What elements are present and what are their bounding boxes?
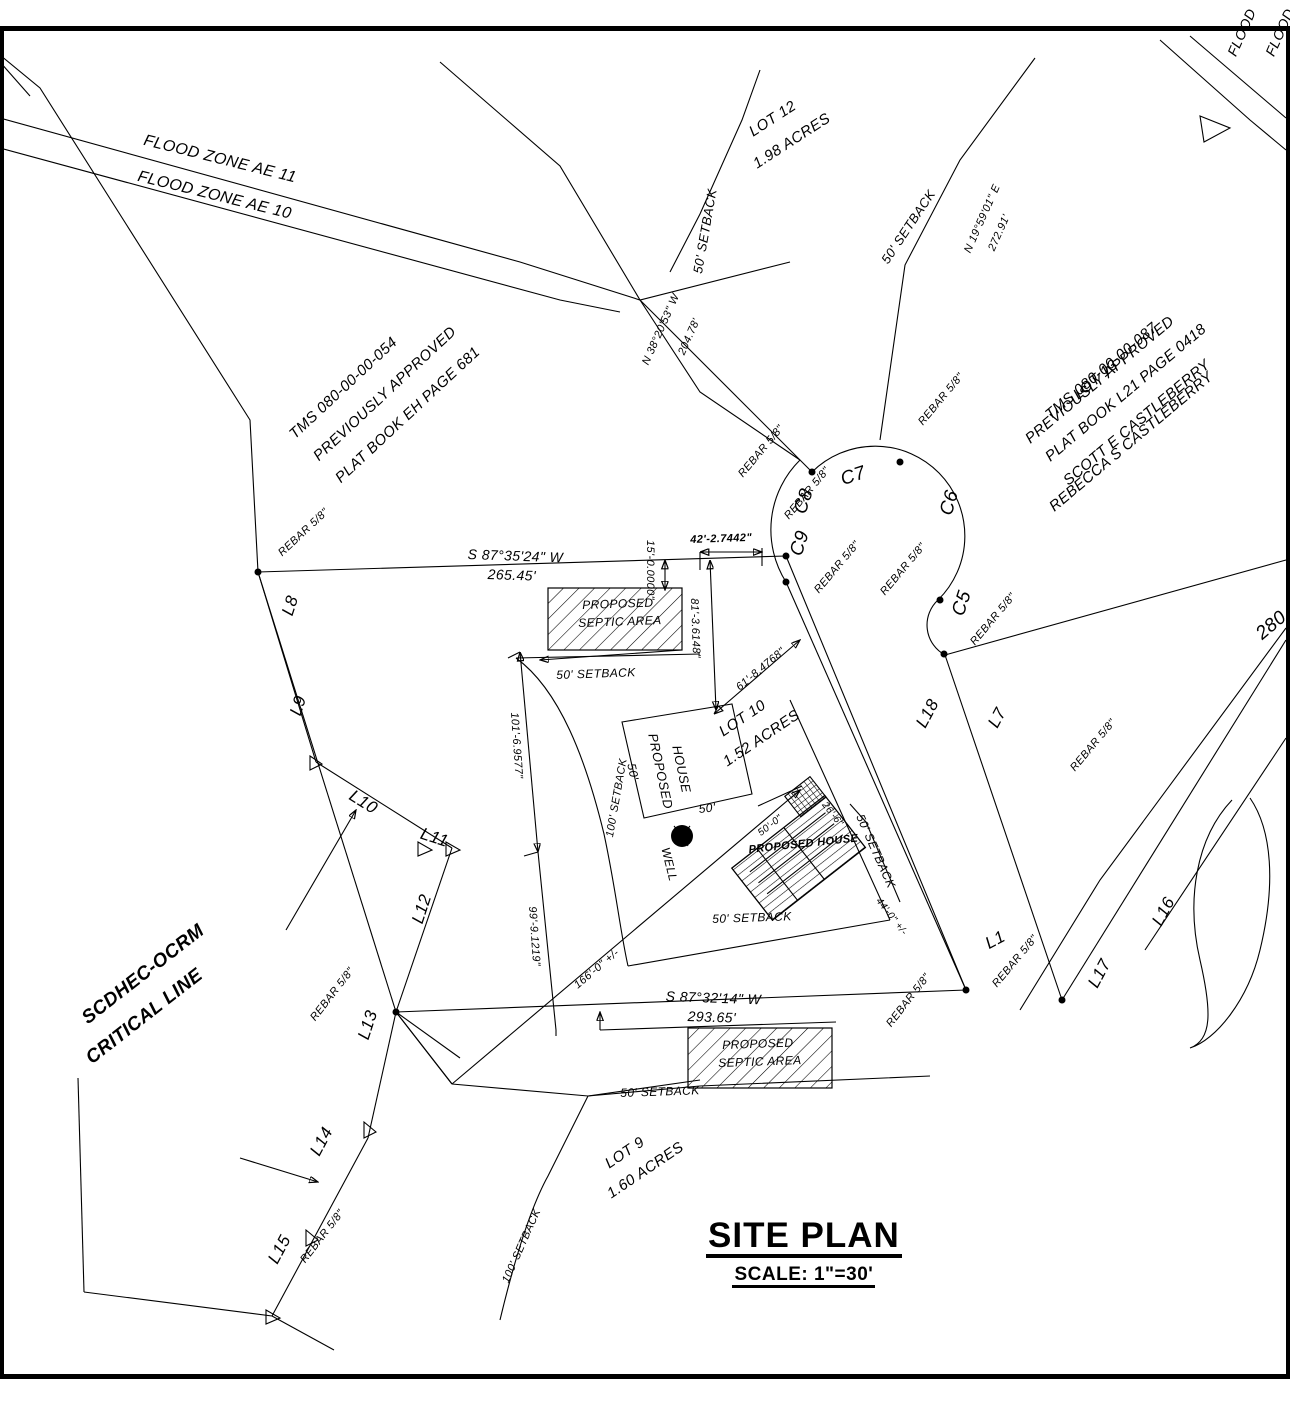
setback-upper-septic-label: 50' SETBACK <box>556 665 636 682</box>
septic-upper-line1: PROPOSED <box>582 595 654 612</box>
septic-upper-line2: SEPTIC AREA <box>578 613 662 630</box>
setback-mid-label: 50' SETBACK <box>712 909 792 926</box>
sheet-border-top <box>0 26 1290 31</box>
bearing-south-lot10-dist: 293.65' <box>687 1008 737 1026</box>
dim-42-label: 42'-2.7442" <box>690 531 753 546</box>
bearing-north-lot10-text: S 87°35'24" W <box>467 546 564 566</box>
dim-81-label: 81'-3.6148" <box>688 598 703 659</box>
scale-label: SCALE: 1"=30' <box>732 1265 876 1288</box>
title-block: SITE PLAN SCALE: 1"=30' <box>706 1218 902 1288</box>
dim-15-label: 15'-0.0000" <box>644 540 656 600</box>
sheet-border-left <box>0 26 4 1379</box>
septic-lower-line1: PROPOSED <box>722 1035 794 1052</box>
sheet-border-bottom <box>0 1374 1290 1379</box>
bearing-south-lot10-text: S 87°32'14" W <box>665 988 762 1008</box>
septic-lower-line2: SEPTIC AREA <box>718 1053 802 1070</box>
page-title: SITE PLAN <box>706 1218 902 1258</box>
dim-house-50b-label: 50' <box>698 800 717 816</box>
bearing-north-lot10-dist: 265.45' <box>487 566 537 584</box>
setback-lower-label: 50' SETBACK <box>620 1083 700 1100</box>
sheet-border-right <box>1286 26 1290 1379</box>
